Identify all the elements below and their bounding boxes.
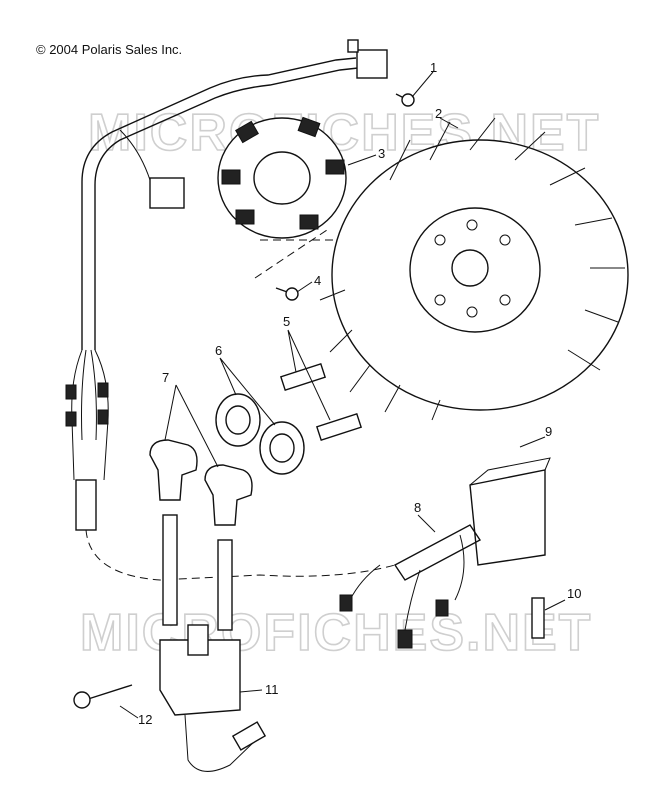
spark-plugs: [279, 362, 363, 442]
callout-8: 8: [414, 500, 421, 515]
callout-6: 6: [215, 343, 222, 358]
callout-5: 5: [283, 314, 290, 329]
cdi-module: [469, 457, 551, 566]
flywheel: [319, 117, 629, 421]
callout-4: 4: [314, 273, 321, 288]
screw-4: [275, 287, 299, 301]
callout-labels: 1 2 3 4 5 6 7 8 9 10 11 12: [138, 60, 581, 727]
plug-caps: [149, 439, 253, 526]
copyright-notice: © 2004 Polaris Sales Inc.: [36, 42, 183, 57]
cdi-harness: [339, 524, 482, 649]
callout-1: 1: [430, 60, 437, 75]
pin-10: [531, 597, 545, 639]
leader-lines: [119, 71, 566, 719]
callout-3: 3: [378, 146, 385, 161]
screw-1: [395, 93, 415, 107]
callout-7: 7: [162, 370, 169, 385]
ignition-coil: [159, 514, 267, 772]
watermark-bottom: MICROFICHES.NET: [80, 604, 592, 662]
callout-11: 11: [265, 682, 279, 697]
plug-seals: [215, 393, 305, 475]
stator: [217, 116, 347, 279]
callout-12: 12: [138, 712, 152, 727]
callout-9: 9: [545, 424, 552, 439]
callout-2: 2: [435, 106, 442, 121]
callout-10: 10: [567, 586, 581, 601]
wiring-harness: [65, 39, 396, 581]
bolt-12: [73, 684, 133, 709]
